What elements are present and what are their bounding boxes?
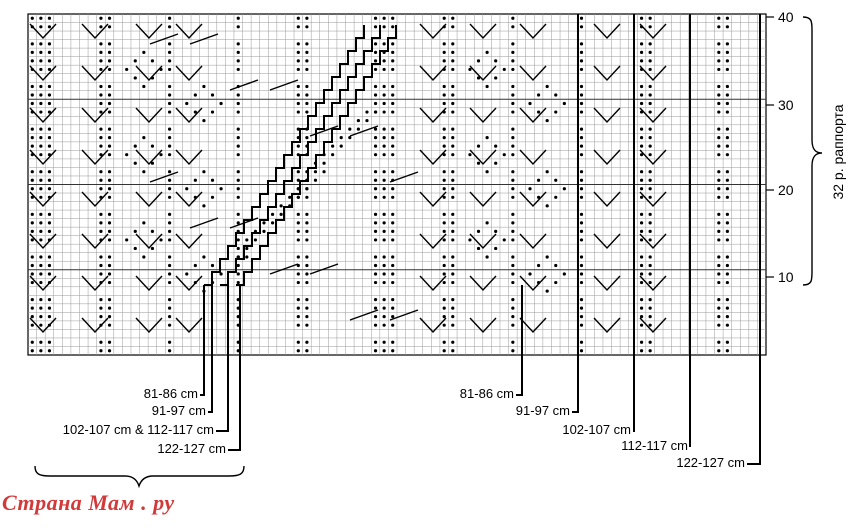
chart-grid: [27, 13, 767, 356]
size-label-right-122-127: 122-127 cm: [676, 455, 745, 470]
size-label-right-81-86: 81-86 cm: [460, 386, 514, 401]
row-number-40: 40: [778, 9, 794, 25]
size-label-left-81-86: 81-86 cm: [144, 386, 198, 401]
row-number-10: 10: [778, 269, 794, 285]
site-watermark: Страна Мам . ру: [2, 490, 175, 515]
size-label-left-91-97: 91-97 cm: [152, 403, 206, 418]
row-number-20: 20: [778, 182, 794, 198]
size-label-right-112-117: 112-117 cm: [621, 438, 688, 453]
row-numbers: 10 20 30 40: [766, 9, 794, 285]
size-label-right-91-97: 91-97 cm: [516, 403, 570, 418]
size-labels-left: 81-86 cm 91-97 cm 102-107 cm & 112-117 c…: [63, 386, 226, 456]
bottom-brace: [34, 465, 245, 489]
size-leaders: [200, 285, 761, 465]
size-labels-right: 81-86 cm 91-97 cm 102-107 cm 112-117 cm …: [460, 386, 745, 470]
repeat-label: 32 р. раппорта: [830, 104, 846, 199]
size-label-left-122-127: 122-127 cm: [157, 441, 226, 456]
repeat-brace: 32 р. раппорта: [802, 16, 846, 286]
chart-motifs: [29, 14, 761, 353]
row-number-30: 30: [778, 97, 794, 113]
size-label-left-102-117: 102-107 cm & 112-117 cm: [63, 422, 214, 437]
size-label-right-102-107: 102-107 cm: [562, 422, 631, 437]
